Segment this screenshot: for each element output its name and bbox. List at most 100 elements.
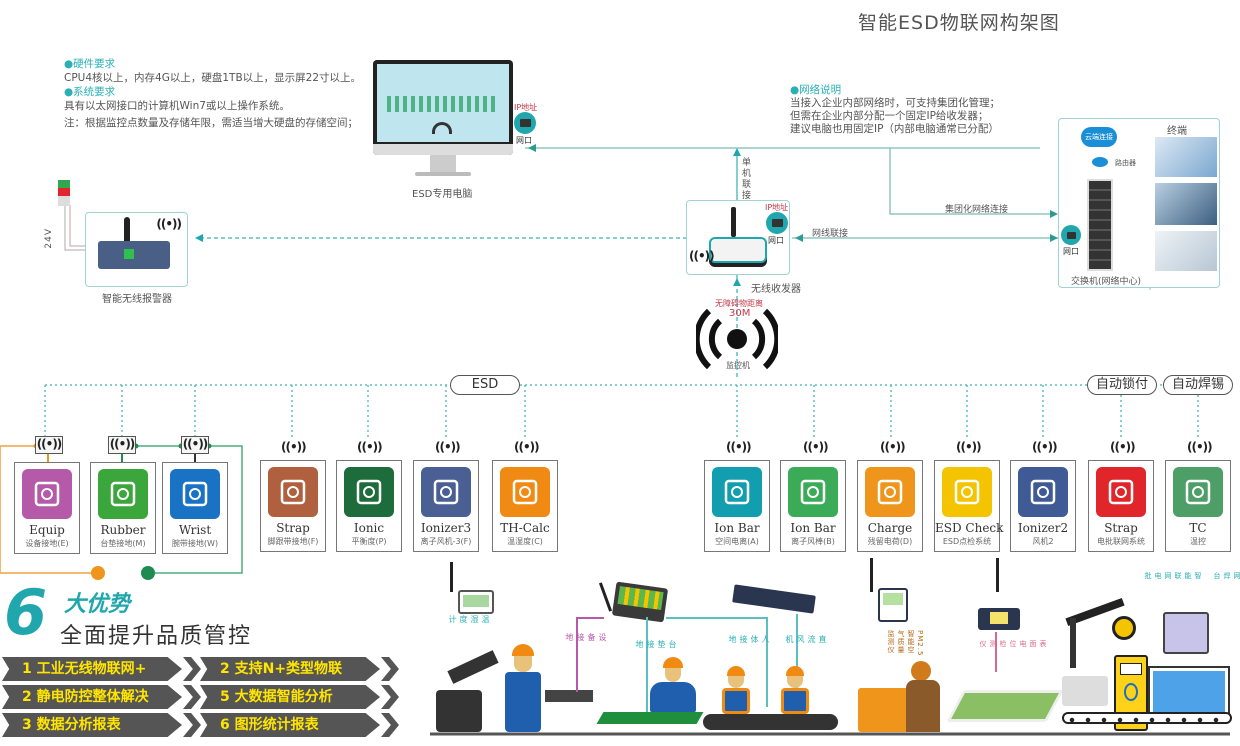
auto-lock-pill: 自动锁付 bbox=[1087, 375, 1157, 395]
wireless-signal-icon: ((•)) bbox=[1110, 440, 1136, 454]
cloud-label: 云端连接 bbox=[1085, 133, 1113, 141]
server-rack-icon bbox=[1087, 179, 1113, 271]
switch-port-label: 网口 bbox=[1063, 247, 1079, 256]
esd-pill: ESD bbox=[450, 375, 520, 395]
device-icon bbox=[170, 469, 220, 519]
network-line: 建议电脑也用固定IP（内部电脑通常已分配） bbox=[790, 123, 999, 135]
system-heading: ●系统要求 bbox=[64, 86, 116, 98]
wireless-signal-icon: ((•)) bbox=[880, 440, 906, 454]
voltage-label: 24V bbox=[44, 228, 54, 249]
device-icon bbox=[865, 467, 915, 517]
router-label: 路由器 bbox=[1115, 159, 1136, 167]
cable-link-label: 网线联接 bbox=[812, 229, 849, 239]
device-name: Ionizer2 bbox=[1017, 521, 1069, 535]
wireless-signal-icon: ((•)) bbox=[35, 436, 63, 454]
advantage-item: 2 支持N+类型物联 bbox=[200, 657, 380, 681]
advantage-item: 1 工业无线物联网+ bbox=[2, 657, 182, 681]
device-subtitle: ESD点检系统 bbox=[942, 537, 992, 546]
device-card-charge: Charge 残留电荷(D) bbox=[857, 460, 923, 552]
monitor-caption: 监控机 bbox=[726, 361, 750, 370]
wireless-signal-icon: ((•)) bbox=[956, 440, 982, 454]
device-icon bbox=[712, 467, 762, 517]
equip-ground-label: 设备接地 bbox=[565, 633, 607, 642]
wireless-signal-icon: ((•)) bbox=[357, 440, 383, 454]
worker-body bbox=[505, 672, 541, 732]
requirements-block: ●硬件要求 CPU4核以上，内存4G以上，硬盘1TB以上，显示屏22寸以上。 ●… bbox=[64, 57, 361, 130]
monitor-screen bbox=[377, 64, 509, 142]
distance-value: 30M bbox=[729, 308, 751, 319]
device-subtitle: 空间电离(A) bbox=[715, 537, 759, 546]
dc-fan-label: 直流风机 bbox=[785, 635, 827, 644]
th-meter-device bbox=[458, 590, 494, 614]
system-text: 具有以太网接口的计算机Win7或以上操作系统。 bbox=[64, 100, 290, 112]
device-name: Charge bbox=[867, 521, 913, 535]
ethernet-port-icon bbox=[514, 112, 536, 134]
antenna-icon bbox=[731, 207, 736, 237]
blue-screen-machine bbox=[1148, 666, 1230, 720]
pcb-board bbox=[946, 690, 1064, 722]
advantage-item: 2 静电防控整体解决 bbox=[2, 685, 182, 709]
device-icon bbox=[268, 467, 318, 517]
device-subtitle: 离子风机-3(F) bbox=[420, 537, 472, 546]
device-icon bbox=[788, 467, 838, 517]
device-name: Strap bbox=[1104, 521, 1138, 535]
wireless-signal-icon: ((•)) bbox=[435, 440, 461, 454]
transceiver-ip-label: IP地址 bbox=[765, 203, 789, 212]
device-subtitle: 离子风棒(B) bbox=[791, 537, 835, 546]
terminal-photo-2 bbox=[1155, 183, 1217, 225]
switch-caption: 交换机(网络中心) bbox=[1071, 277, 1142, 287]
device-subtitle: 残留电荷(D) bbox=[867, 537, 913, 546]
wireless-alarm-box: ((•)) bbox=[85, 212, 188, 287]
wireless-signal-icon: ((•)) bbox=[1032, 440, 1058, 454]
conveyor-belt bbox=[703, 714, 838, 730]
robot-arm-icon bbox=[436, 690, 482, 732]
orange-ground-icon bbox=[91, 566, 105, 580]
auto-solder-pill: 自动焊锡 bbox=[1163, 375, 1233, 395]
hardware-heading: ●硬件要求 bbox=[64, 58, 116, 70]
device-name: TH-Calc bbox=[500, 521, 550, 535]
cloud-icon: 云端连接 bbox=[1081, 127, 1117, 147]
computer-port-label: 网口 bbox=[516, 136, 532, 145]
wireless-signal-icon: ((•)) bbox=[726, 440, 752, 454]
smart-solder-label: 智能联网焊台 bbox=[1213, 572, 1240, 580]
terminal-label: 终端 bbox=[1167, 126, 1187, 137]
wireless-signal-icon: ((•)) bbox=[803, 440, 829, 454]
smart-driver-label: 智能联网电批 bbox=[1144, 572, 1202, 580]
device-subtitle: 平衡度(P) bbox=[351, 537, 387, 546]
router-icon bbox=[1092, 157, 1108, 167]
computer-caption: ESD专用电脑 bbox=[412, 189, 473, 200]
hardware-text: CPU4核以上，内存4G以上，硬盘1TB以上，显示屏22寸以上。 bbox=[64, 72, 362, 84]
wireless-signal-icon: ((•)) bbox=[281, 440, 307, 454]
advantage-item: 5 大数据智能分析 bbox=[200, 685, 380, 709]
network-heading: ●网络说明 bbox=[790, 84, 842, 96]
computer-ip-label: IP地址 bbox=[514, 103, 538, 112]
device-icon bbox=[98, 469, 148, 519]
line-group-link bbox=[889, 148, 1055, 215]
transceiver-device bbox=[709, 237, 767, 263]
monitor-wireless-icon bbox=[696, 308, 778, 370]
transceiver-caption: 无线收发器 bbox=[751, 284, 801, 295]
transceiver-port-label: 网口 bbox=[768, 236, 784, 245]
pm25-meter-device bbox=[878, 588, 908, 622]
wireless-signal-icon: ((•)) bbox=[1187, 440, 1213, 454]
body-ground-label: 人体接地 bbox=[728, 635, 770, 644]
orange-desk bbox=[858, 688, 908, 732]
surface-meter-label: 表面电位检测仪 bbox=[979, 640, 1047, 648]
terminal-photo-1 bbox=[1155, 137, 1217, 177]
single-link-text: 单机联接 bbox=[742, 158, 752, 201]
device-icon bbox=[344, 467, 394, 517]
device-subtitle: 温控 bbox=[1190, 537, 1206, 546]
switch-network-center-box: 终端 云端连接 路由器 网口 交换机(网络中心) bbox=[1058, 118, 1220, 288]
device-icon bbox=[421, 467, 471, 517]
mat-ground-label: 台垫接地 bbox=[635, 640, 677, 649]
advantage-number: 6 bbox=[4, 576, 48, 649]
